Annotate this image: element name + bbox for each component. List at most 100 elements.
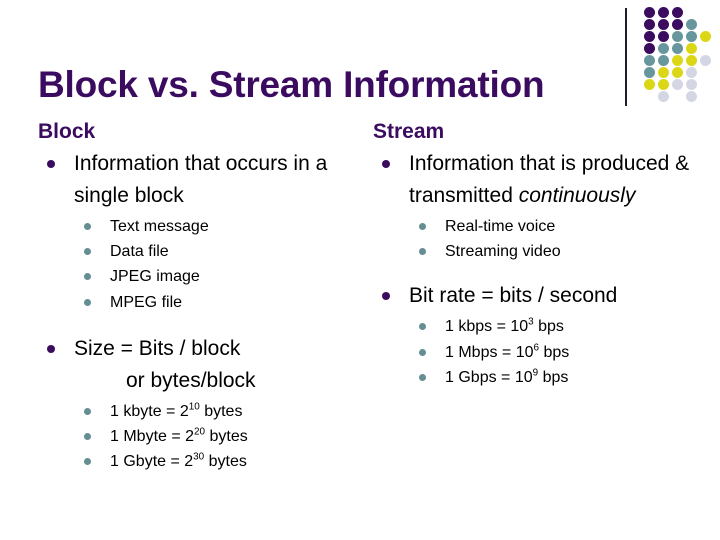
bullet-marker-level2-icon — [84, 273, 91, 281]
decor-dot-purple — [672, 7, 683, 18]
decorative-dot-grid — [644, 7, 716, 103]
decor-dot-yellow — [686, 55, 697, 66]
bullet-text-emphasis: continuously — [518, 184, 636, 208]
bullet-marker-level2-icon — [419, 222, 426, 230]
bullet-marker-level2-icon — [84, 407, 91, 415]
sub-bullet-text: Text message — [110, 217, 209, 235]
unit-text-pre: 1 Mbyte = 2 — [110, 428, 195, 446]
sub-bullet-text: Data file — [110, 243, 169, 261]
decor-dot-yellow — [672, 67, 683, 78]
column-heading-stream: Stream — [373, 120, 445, 143]
unit-exponent: 6 — [533, 342, 540, 354]
bullet-marker-level2-icon — [84, 433, 91, 441]
list-item: 1 Mbyte = 220 bytes — [74, 424, 368, 449]
decor-dot-teal — [686, 19, 697, 30]
list-item: Data file — [74, 239, 368, 264]
bullet-marker-level2-icon — [84, 458, 91, 466]
bullet-marker-level2-icon — [419, 373, 426, 381]
sub-bullet-list-stream-units: 1 kbps = 103 bps 1 Mbps = 106 bps 1 Gbps… — [409, 314, 708, 390]
list-item: JPEG image — [74, 264, 368, 289]
list-item: 1 kbps = 103 bps — [409, 314, 708, 339]
list-item: Text message — [74, 214, 368, 239]
column-stream: Stream Information that is produced & tr… — [373, 120, 708, 390]
decor-dot-light — [686, 67, 697, 78]
bullet-text-continuation: or bytes/block — [126, 368, 256, 392]
decor-dot-purple — [658, 7, 669, 18]
sub-bullet-list-block-units: 1 kbyte = 210 bytes 1 Mbyte = 220 bytes … — [74, 399, 368, 475]
bullet-block-size: Size = Bits / block or bytes/block 1 kby… — [38, 333, 368, 475]
sub-bullet-text: MPEG file — [110, 293, 183, 311]
decor-dot-purple — [658, 31, 669, 42]
decor-dot-yellow — [644, 79, 655, 90]
bullet-text: Bit rate = bits / second — [409, 284, 618, 308]
unit-exponent: 9 — [532, 367, 539, 379]
header-divider-line — [625, 8, 627, 106]
unit-exponent: 3 — [528, 317, 534, 329]
unit-exponent: 20 — [194, 426, 206, 438]
decor-dot-light — [686, 79, 697, 90]
decor-dot-purple — [644, 43, 655, 54]
sub-bullet-list-stream-examples: Real-time voice Streaming video — [409, 214, 708, 265]
unit-text-pre: 1 kbyte = 2 — [110, 402, 189, 420]
list-item: Real-time voice — [409, 214, 708, 239]
list-item: 1 Gbyte = 230 bytes — [74, 449, 368, 474]
decor-dot-teal — [672, 43, 683, 54]
column-heading-block: Block — [38, 120, 96, 143]
bullet-marker-level2-icon — [419, 323, 426, 331]
decor-dot-yellow — [658, 79, 669, 90]
list-item: 1 kbyte = 210 bytes — [74, 399, 368, 424]
column-block: Block Information that occurs in a singl… — [38, 120, 368, 475]
list-item: Streaming video — [409, 239, 708, 264]
unit-text-post: bps — [539, 343, 570, 361]
decor-dot-teal — [658, 55, 669, 66]
unit-text-pre: 1 Mbps = 10 — [445, 343, 534, 361]
bullet-text: Information that occurs in a single bloc… — [74, 152, 328, 208]
decor-dot-purple — [658, 19, 669, 30]
bullet-marker-level1-icon — [47, 345, 55, 354]
decor-dot-light — [686, 91, 697, 102]
bullet-marker-level1-icon — [47, 160, 55, 169]
decor-dot-yellow — [686, 43, 697, 54]
decor-dot-yellow — [658, 67, 669, 78]
bullet-marker-level2-icon — [84, 248, 91, 256]
bullet-marker-level2-icon — [84, 222, 91, 230]
decor-dot-purple — [672, 19, 683, 30]
decor-dot-purple — [644, 31, 655, 42]
slide-title: Block vs. Stream Information — [38, 63, 545, 105]
bullet-marker-level2-icon — [419, 348, 426, 356]
decor-dot-yellow — [672, 55, 683, 66]
unit-text-pre: 1 Gbps = 10 — [445, 368, 533, 386]
unit-exponent: 10 — [188, 401, 200, 413]
bullet-list-block: Information that occurs in a single bloc… — [38, 148, 368, 474]
decor-dot-purple — [644, 7, 655, 18]
decor-dot-light — [672, 79, 683, 90]
decor-dot-teal — [644, 67, 655, 78]
decor-dot-light — [700, 55, 711, 66]
unit-exponent: 30 — [193, 452, 205, 464]
list-item: 1 Gbps = 109 bps — [409, 365, 708, 390]
sub-bullet-text: Streaming video — [445, 243, 561, 261]
list-item: MPEG file — [74, 290, 368, 315]
unit-text-post: bps — [533, 318, 564, 336]
unit-text-pre: 1 Gbyte = 2 — [110, 453, 194, 471]
decor-dot-yellow — [700, 31, 711, 42]
list-item: 1 Mbps = 106 bps — [409, 340, 708, 365]
unit-text-post: bps — [538, 368, 569, 386]
bullet-marker-level1-icon — [382, 160, 390, 169]
unit-text-pre: 1 kbps = 10 — [445, 318, 529, 336]
unit-text-post: bytes — [204, 453, 247, 471]
bullet-text: Information that is produced & transmitt… — [409, 152, 690, 208]
decor-dot-purple — [644, 19, 655, 30]
bullet-list-stream: Information that is produced & transmitt… — [373, 148, 708, 390]
decor-dot-teal — [658, 43, 669, 54]
sub-bullet-text: Real-time voice — [445, 217, 556, 235]
bullet-marker-level2-icon — [419, 248, 426, 256]
bullet-block-definition: Information that occurs in a single bloc… — [38, 148, 368, 315]
decor-dot-teal — [672, 31, 683, 42]
unit-text-post: bytes — [205, 428, 248, 446]
decor-dot-teal — [644, 55, 655, 66]
bullet-stream-definition: Information that is produced & transmitt… — [373, 148, 708, 264]
decor-dot-light — [658, 91, 669, 102]
bullet-text: Size = Bits / block — [74, 337, 241, 361]
